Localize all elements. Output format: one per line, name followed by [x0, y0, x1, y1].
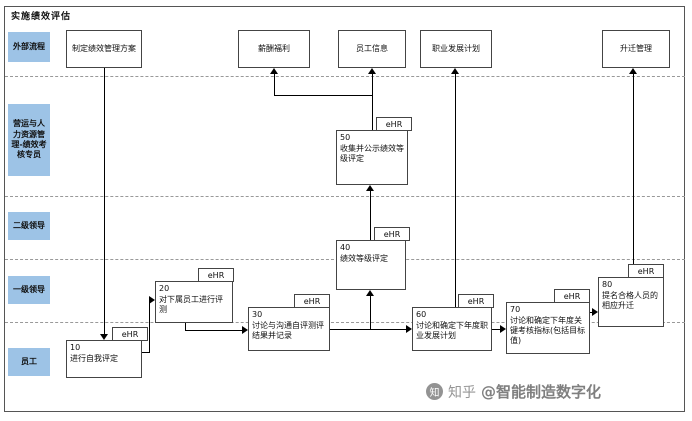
- arrowhead: [406, 325, 412, 333]
- external-box-plan: 制定绩效管理方案: [66, 30, 142, 68]
- zhihu-logo-icon: 知: [426, 383, 443, 400]
- connector-line: [149, 300, 150, 353]
- external-box-career-plan: 职业发展计划: [420, 30, 492, 68]
- arrowhead: [368, 68, 376, 74]
- flow-box-70: 70 讨论和确定下年度关键考核指标(包括目标值): [506, 302, 590, 354]
- watermark-handle: @智能制造数字化: [481, 383, 602, 401]
- flow-box-80: 80 提名合格人员的相应升迁: [598, 277, 664, 327]
- external-box-promotion-mgmt: 升迁管理: [602, 30, 670, 68]
- watermark: 知 知乎 @智能制造数字化: [426, 381, 601, 402]
- flow-box-20: 20 对下属员工进行评测: [155, 281, 233, 323]
- connector-line: [104, 68, 105, 334]
- connector-line: [370, 191, 371, 240]
- ehr-tag-20: eHR: [198, 268, 234, 282]
- step-label: 讨论和确定下年度关键考核指标(包括目标值): [510, 316, 586, 345]
- lane-label-second-level-leader: 二级领导: [8, 212, 50, 240]
- arrowhead: [100, 334, 108, 340]
- flow-box-60: 60 讨论和确定下年度职业发展计划: [412, 307, 492, 351]
- step-number: 10: [70, 343, 81, 352]
- ehr-tag-30: eHR: [294, 294, 330, 308]
- lane-separator: [5, 196, 685, 197]
- flow-box-10: 10 进行自我评定: [66, 340, 142, 378]
- ehr-tag-80: eHR: [628, 264, 664, 278]
- ehr-tag-60: eHR: [458, 294, 494, 308]
- step-number: 30: [252, 310, 263, 319]
- diagram-title: 实施绩效评估: [11, 12, 72, 22]
- step-number: 40: [340, 243, 351, 252]
- arrowhead: [270, 68, 278, 74]
- lane-separator: [5, 322, 685, 323]
- external-box-employee-info: 员工信息: [338, 30, 406, 68]
- step-label: 讨论和确定下年度职业发展计划: [416, 321, 488, 340]
- arrowhead: [242, 326, 248, 334]
- ehr-tag-70: eHR: [554, 289, 590, 303]
- lane-separator: [5, 76, 685, 77]
- lane-label-external-process: 外部流程: [8, 32, 50, 62]
- step-number: 20: [159, 284, 170, 293]
- arrowhead: [366, 290, 374, 296]
- step-label: 对下属员工进行评测: [159, 295, 223, 314]
- watermark-brand: 知乎: [448, 384, 476, 401]
- external-box-compensation: 薪酬福利: [238, 30, 310, 68]
- step-label: 绩效等级评定: [340, 254, 388, 263]
- arrowhead: [451, 68, 459, 74]
- connector-line: [492, 329, 501, 330]
- arrowhead: [149, 296, 155, 304]
- connector-line: [633, 74, 634, 277]
- step-label: 讨论与沟通自评测评结果并记录: [252, 321, 324, 340]
- step-label: 进行自我评定: [70, 354, 118, 363]
- connector-line: [274, 74, 275, 96]
- ehr-tag-40: eHR: [374, 227, 410, 241]
- step-number: 70: [510, 305, 521, 314]
- step-number: 50: [340, 133, 351, 142]
- step-label: 收集并公示绩效等级评定: [340, 144, 404, 163]
- connector-line: [185, 323, 186, 331]
- connector-line: [330, 329, 406, 330]
- connector-line: [185, 330, 242, 331]
- arrowhead: [629, 68, 637, 74]
- lane-label-employee: 员工: [8, 348, 50, 376]
- connector-line: [372, 74, 373, 130]
- connector-line: [590, 312, 593, 313]
- arrowhead: [366, 185, 374, 191]
- connector-line: [370, 296, 371, 330]
- flow-box-30: 30 讨论与沟通自评测评结果并记录: [248, 307, 330, 351]
- lane-label-first-level-leader: 一级领导: [8, 276, 50, 304]
- ehr-tag-10: eHR: [112, 327, 148, 341]
- flow-box-50: 50 收集并公示绩效等级评定: [336, 130, 408, 185]
- lane-label-hr-specialist: 营运与人力资源管理-绩效考核专员: [8, 104, 50, 176]
- arrowhead: [592, 308, 598, 316]
- ehr-tag-50: eHR: [376, 117, 412, 131]
- connector-line: [274, 95, 373, 96]
- arrowhead: [500, 325, 506, 333]
- connector-line: [455, 74, 456, 307]
- step-number: 60: [416, 310, 427, 319]
- connector-line: [142, 352, 150, 353]
- step-label: 提名合格人员的相应升迁: [602, 291, 658, 310]
- flow-box-40: 40 绩效等级评定: [336, 240, 406, 290]
- step-number: 80: [602, 280, 613, 289]
